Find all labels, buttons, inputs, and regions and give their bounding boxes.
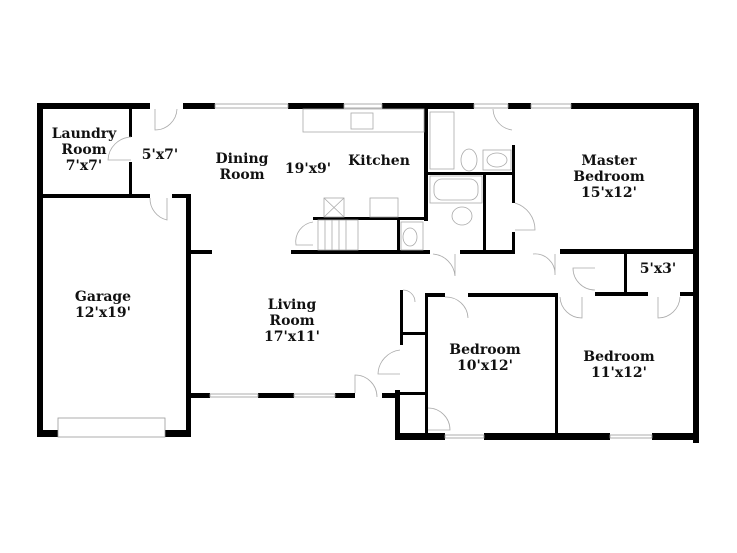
fixtures: [302, 108, 512, 251]
room-name: Room: [269, 313, 315, 329]
doors: [107, 108, 681, 431]
room-size: 5'x3': [639, 261, 677, 277]
room-size: 10'x12': [457, 358, 513, 374]
room-name: Laundry: [51, 126, 117, 142]
windows: [57, 103, 653, 439]
room-size: 7'x7': [65, 158, 103, 174]
room-name: Dining: [215, 151, 269, 167]
room-size: 15'x12': [581, 185, 637, 201]
room-size: 19'x9': [284, 161, 332, 177]
room-size: 5'x7': [141, 147, 179, 163]
room-name: Bedroom: [449, 342, 521, 358]
room-label-dining: Dining Room: [216, 151, 269, 183]
room-label-bedroom-2: Bedroom 10'x12': [449, 342, 520, 374]
room-label-closet: 5'x3': [640, 261, 676, 277]
room-label-entry: 5'x7': [142, 147, 178, 163]
room-name: Room: [61, 142, 107, 158]
room-size: 11'x12': [591, 365, 647, 381]
room-label-garage: Garage 12'x19': [75, 289, 131, 321]
room-label-bedroom-3: Bedroom 11'x12': [583, 349, 654, 381]
room-name: Master: [581, 153, 637, 169]
room-label-master-bedroom: Master Bedroom 15'x12': [573, 153, 644, 201]
room-name: Living: [267, 297, 317, 313]
room-name: Garage: [74, 289, 132, 305]
room-label-kitchen: Kitchen: [348, 153, 410, 169]
walls: [37, 103, 699, 443]
room-name: Kitchen: [348, 153, 410, 169]
room-size: 12'x19': [75, 305, 131, 321]
room-label-living: Living Room 17'x11': [264, 297, 320, 345]
room-size: 17'x11': [264, 329, 320, 345]
room-label-laundry: Laundry Room 7'x7': [52, 126, 117, 174]
room-label-dining-kitchen-size: 19'x9': [285, 161, 331, 177]
room-name: Room: [219, 167, 265, 183]
room-name: Bedroom: [583, 349, 655, 365]
room-name: Bedroom: [573, 169, 645, 185]
